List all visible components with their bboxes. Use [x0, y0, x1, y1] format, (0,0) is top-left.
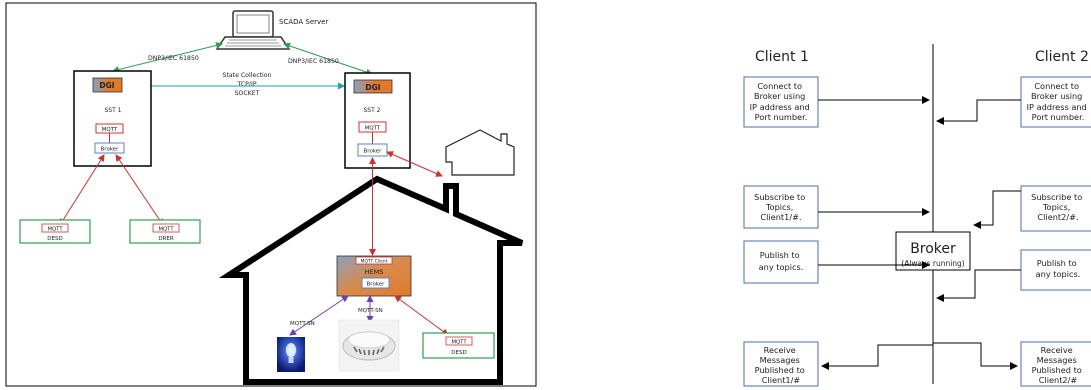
svg-text:MQTT: MQTT: [365, 126, 381, 132]
sst1-unit: DGI SST 1 MQTT Broker: [74, 71, 151, 166]
desd-left-label: DESD: [47, 236, 62, 242]
broker-title: Broker: [910, 241, 956, 257]
scada-server-label: SCADA Server: [279, 18, 328, 26]
svg-text:Publish to any topics.: Publish to any topics.: [1036, 258, 1081, 279]
svg-text:MQTT: MQTT: [102, 127, 118, 133]
client1-step-subscribe: Subscribe to Topics, Client1/#.: [744, 186, 818, 228]
svg-text:MQTT: MQTT: [451, 340, 467, 346]
mqtt-sn-label-left: MQTT-SN: [290, 321, 315, 327]
state-collection-label: State Collection: [223, 72, 272, 79]
svg-text:Broker: Broker: [364, 149, 383, 155]
client2-publish-arrow: [937, 270, 1021, 298]
smoke-detector-icon: [339, 320, 399, 371]
client2-step-connect: Connect to Broker using IP address and P…: [1021, 77, 1091, 127]
client2-title: Client 2: [1035, 49, 1089, 65]
hems-label: HEMS: [365, 268, 384, 276]
svg-text:DGI: DGI: [99, 81, 114, 90]
client1-step-receive: Receive Messages Published to Client1/#: [744, 342, 818, 386]
drer-label: DRER: [158, 236, 174, 242]
client2-step-subscribe: Subscribe to Topics, Client2/#.: [1021, 186, 1091, 231]
client1-step-publish: Publish to any topics.: [744, 241, 818, 283]
client2-subscribe-arrow: [974, 191, 1021, 225]
client2-connect-arrow: [937, 100, 1021, 121]
protocol-label-right: DNP3/IEC 61850: [288, 58, 339, 65]
svg-text:Connect to Broker usin: Connect to Broker using IP address and P…: [1027, 81, 1090, 122]
svg-text:Broker: Broker: [367, 282, 386, 288]
client1-step-connect: Connect to Broker using IP address and P…: [744, 77, 818, 127]
sst2-label: SST 2: [363, 107, 380, 114]
client2-step-receive: Receive Messages Published to Client2/#: [1021, 342, 1091, 386]
sst1-label: SST 1: [104, 107, 121, 114]
architecture-diagram: SCADA Server DNP3/IEC 61850 DNP3/IEC 618…: [6, 3, 536, 386]
svg-text:Broker: Broker: [101, 147, 120, 153]
sst2-unit: DGI SST 2 MQTT Broker: [345, 73, 410, 168]
desd-house-node: MQTT DESD: [423, 333, 494, 358]
svg-text:DGI: DGI: [365, 83, 380, 92]
svg-text:MQTT: MQTT: [47, 227, 63, 233]
desd-left-node: MQTT DESD: [20, 220, 90, 243]
broker-subtitle: (Always running): [901, 259, 965, 268]
svg-text:MQTT Client: MQTT Client: [361, 259, 388, 265]
broker-to-client2-arrow: [933, 343, 1017, 366]
tcp-ip-label: TCP/IP: [236, 81, 256, 88]
client2-step-publish: Publish to any topics.: [1021, 250, 1091, 290]
protocol-label-left: DNP3/IEC 61850: [148, 55, 199, 62]
mqtt-sn-label-center: MQTT-SN: [358, 308, 383, 314]
light-bulb-icon: [277, 337, 305, 372]
socket-label: SOCKET: [235, 90, 260, 97]
drer-node: MQTT DRER: [130, 220, 200, 243]
client1-title: Client 1: [755, 49, 809, 65]
svg-text:MQTT: MQTT: [158, 227, 174, 233]
hems-unit: MQTT Client HEMS Broker: [337, 256, 411, 296]
mqtt-sequence-diagram: Client 1 Client 2 Broker (Always running…: [744, 44, 1091, 386]
broker-to-client1-arrow: [822, 345, 933, 366]
svg-text:Connect to Broker usin: Connect to Broker using IP address and P…: [750, 81, 813, 122]
desd-house-label: DESD: [451, 350, 466, 356]
